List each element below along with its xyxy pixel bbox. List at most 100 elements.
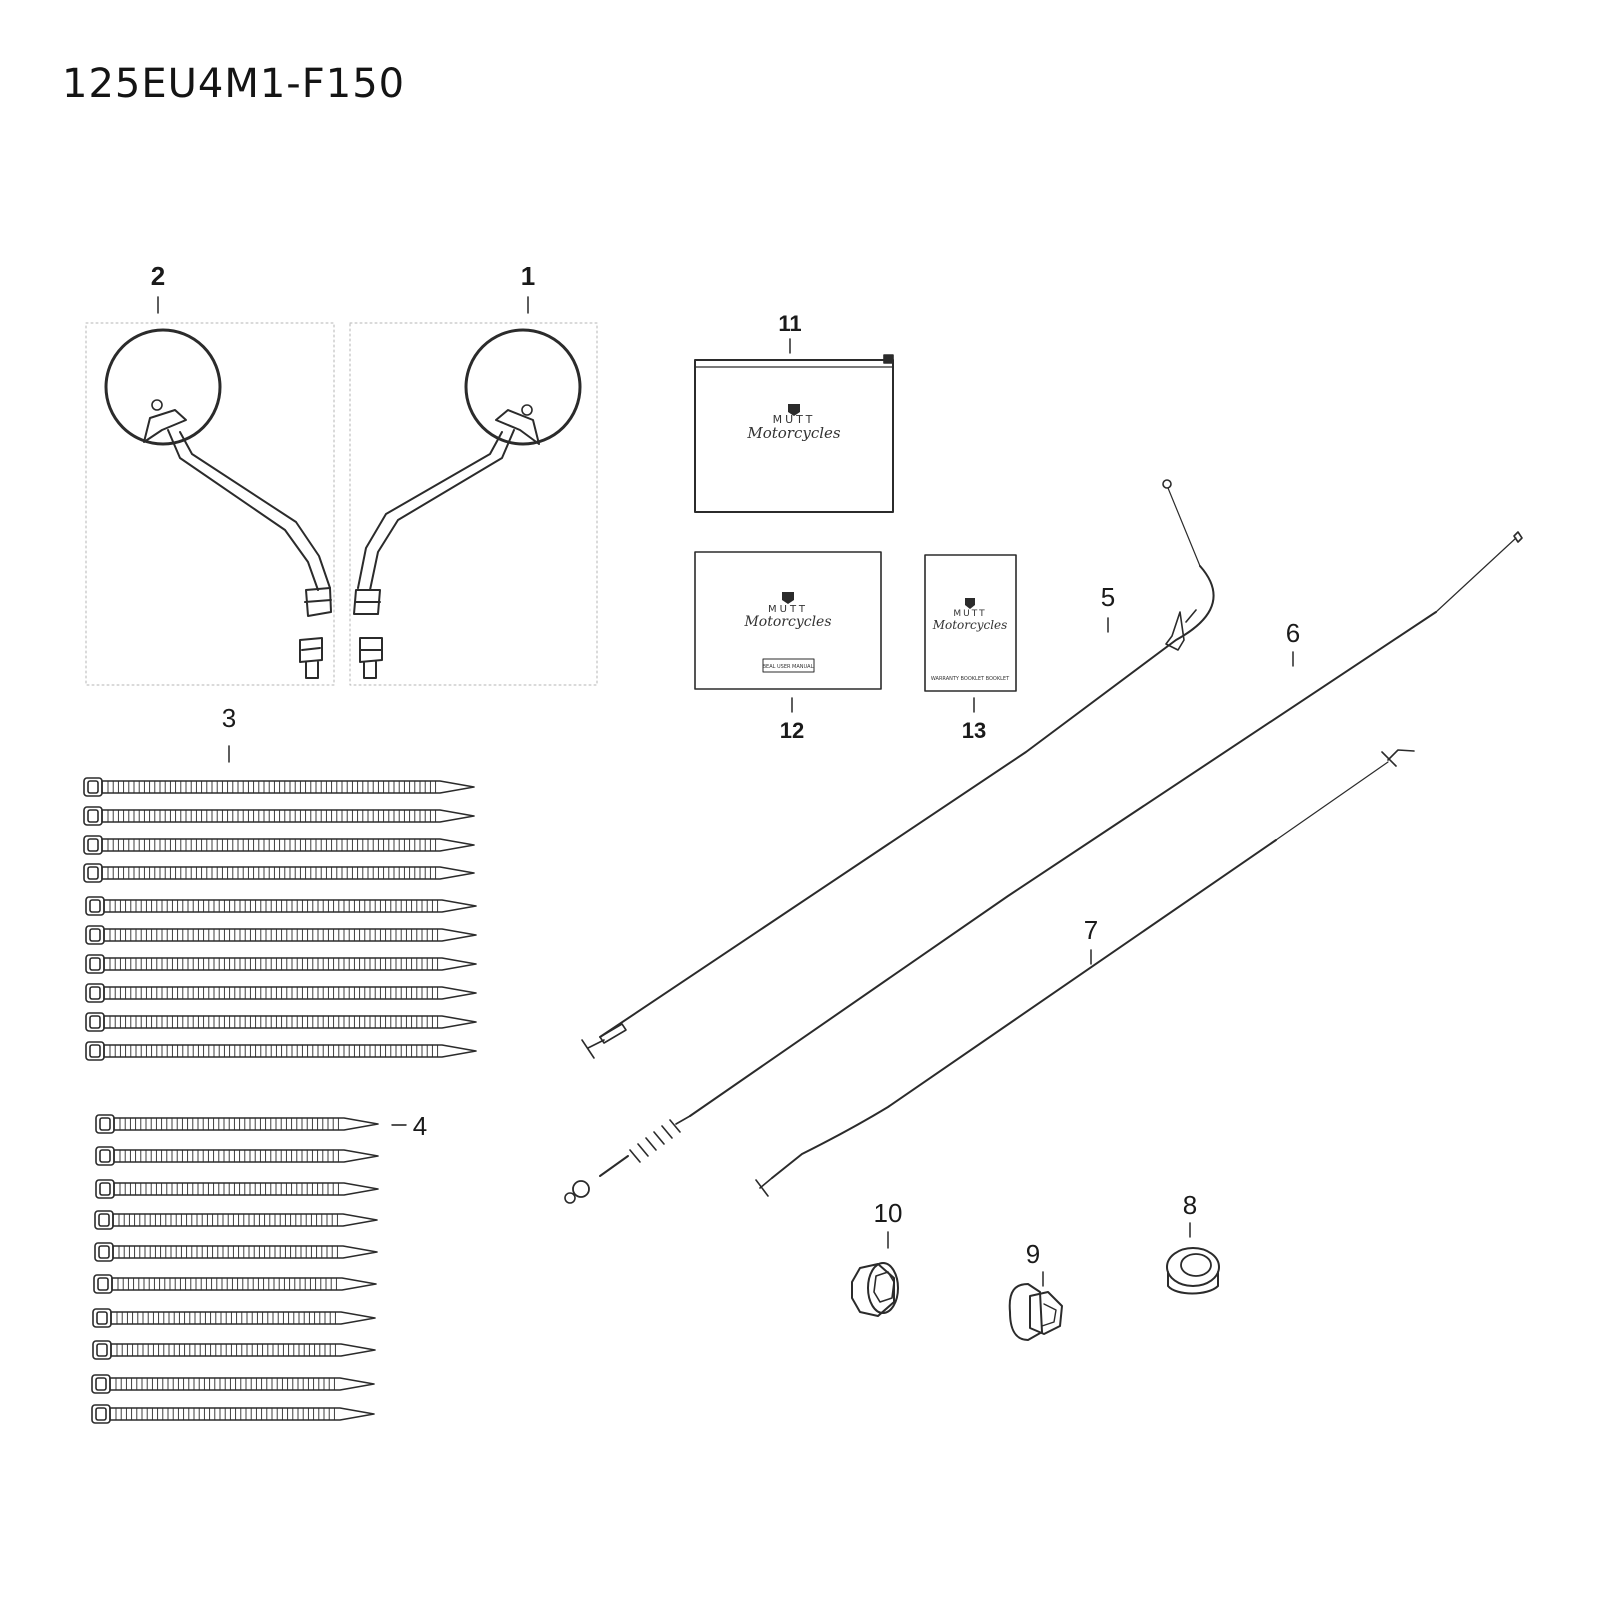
manual-label: BEAL USER MANUAL bbox=[763, 664, 814, 670]
cable-tie-large-teeth bbox=[109, 899, 439, 913]
cable-tie-large-teeth bbox=[109, 957, 439, 971]
mirror-left-bracket bbox=[143, 409, 187, 443]
manual-label-box bbox=[762, 658, 815, 673]
cable-7 bbox=[755, 749, 1415, 1197]
cable-6-top-end bbox=[1513, 531, 1523, 543]
cable-tie-large-7 bbox=[85, 954, 477, 974]
pouch-logo-icon bbox=[788, 404, 800, 416]
cable-7-sheath bbox=[771, 839, 1277, 1179]
manual-logo-script: Motorcycles bbox=[743, 614, 831, 630]
mirror-left-box bbox=[85, 322, 335, 686]
cable-tie-small-strap bbox=[110, 1343, 376, 1357]
mirror-right-hole bbox=[521, 404, 533, 416]
cable-tie-small-head-slot bbox=[95, 1407, 107, 1421]
cable-tie-large-teeth bbox=[107, 866, 437, 880]
cable-tie-small-head-slot bbox=[98, 1213, 110, 1227]
cable-tie-small-head-slot bbox=[99, 1182, 111, 1196]
cable-tie-large-5 bbox=[85, 896, 477, 916]
cable-tie-large-3 bbox=[83, 835, 475, 855]
callout-leaders bbox=[157, 296, 1294, 1287]
user-manual: MUTT Motorcycles BEAL USER MANUAL bbox=[694, 551, 882, 690]
pouch-body bbox=[694, 359, 894, 513]
cable-tie-small-5 bbox=[94, 1242, 378, 1262]
cable-tie-large-teeth bbox=[109, 1015, 439, 1029]
booklet-logo-script: Motorcycles bbox=[932, 618, 1008, 632]
diagram-title: 125EU4M1-F150 bbox=[62, 61, 406, 107]
mirror-right-head bbox=[464, 328, 582, 446]
cable-tie-small-8 bbox=[92, 1340, 376, 1360]
cable-5-adjuster bbox=[1165, 609, 1197, 651]
cable-tie-small-strap bbox=[113, 1182, 379, 1196]
callout-10: 10 bbox=[874, 1198, 903, 1228]
mirror-right-group bbox=[349, 322, 598, 686]
cable-6-end-fitting bbox=[599, 1155, 629, 1177]
part-9-hex-face bbox=[1041, 1303, 1057, 1327]
mirror-left-nut bbox=[304, 587, 332, 617]
cable-5-inner-wire bbox=[1167, 487, 1201, 567]
cable-tie-small-10 bbox=[91, 1404, 375, 1424]
cable-tie-large-strap bbox=[103, 1044, 477, 1058]
cable-tie-large-8 bbox=[85, 983, 477, 1003]
cable-tie-large-strap bbox=[103, 1015, 477, 1029]
cable-tie-small-7 bbox=[92, 1308, 376, 1328]
cable-tie-small-strap bbox=[109, 1407, 375, 1421]
callout-numbers: 1 2 3 4 5 6 7 8 9 10 11 12 13 bbox=[151, 261, 1300, 1269]
cable-tie-small-head-slot bbox=[96, 1311, 108, 1325]
cable-tie-small-3 bbox=[95, 1179, 379, 1199]
pouch-zip-pull bbox=[883, 354, 894, 364]
part-8-grommet bbox=[1166, 1247, 1220, 1295]
part-10-collar-nut bbox=[851, 1262, 899, 1317]
cable-tie-large-strap bbox=[103, 957, 477, 971]
callout-11: 11 bbox=[778, 311, 801, 336]
cable-tie-large-teeth bbox=[107, 780, 437, 794]
booklet-cover bbox=[924, 554, 1017, 692]
cable-tie-large-teeth bbox=[109, 1044, 439, 1058]
part-8-inner-ring bbox=[1180, 1253, 1212, 1277]
cable-5-sheath bbox=[599, 565, 1215, 1038]
cable-tie-small-teeth bbox=[119, 1117, 339, 1131]
cable-tie-large-head-slot bbox=[87, 780, 99, 794]
cable-6 bbox=[564, 531, 1523, 1204]
cable-6-end-barrel bbox=[572, 1180, 590, 1198]
callout-5: 5 bbox=[1101, 582, 1115, 612]
booklet-logo-brand: MUTT bbox=[953, 609, 986, 619]
cable-tie-large-teeth bbox=[109, 986, 439, 1000]
mirror-left-arm bbox=[167, 429, 331, 591]
part-9-hex-body bbox=[1029, 1291, 1063, 1335]
part-8-outer-ring bbox=[1166, 1247, 1220, 1287]
cable-tie-large-head-slot bbox=[89, 957, 101, 971]
cable-tie-small-head-slot bbox=[95, 1377, 107, 1391]
mirror-right-box bbox=[349, 322, 598, 686]
mirror-left-bolt bbox=[299, 637, 323, 679]
cable-tie-large-teeth bbox=[109, 928, 439, 942]
pouch-logo-script: Motorcycles bbox=[746, 424, 841, 442]
mirror-left-hole bbox=[151, 399, 163, 411]
callout-7: 7 bbox=[1084, 915, 1098, 945]
cable-tie-large-teeth bbox=[107, 809, 437, 823]
cable-tie-large-strap bbox=[101, 838, 475, 852]
manual-logo: MUTT Motorcycles bbox=[743, 592, 832, 630]
mirror-right-nut bbox=[353, 589, 381, 615]
manual-logo-brand: MUTT bbox=[768, 604, 808, 615]
cable-5-top-end bbox=[1162, 479, 1172, 489]
cable-7-bottom-end bbox=[755, 1177, 773, 1197]
cable-7-inner-wire bbox=[1275, 761, 1389, 841]
cable-tie-large-2 bbox=[83, 806, 475, 826]
cable-tie-large-head-slot bbox=[89, 986, 101, 1000]
part-9-hex-nut bbox=[1008, 1283, 1063, 1341]
callout-2: 2 bbox=[151, 261, 165, 291]
cable-tie-large-teeth bbox=[107, 838, 437, 852]
cable-6-spring bbox=[629, 1115, 691, 1163]
mirror-right-bolt bbox=[359, 637, 383, 679]
callout-4: 4 bbox=[413, 1111, 427, 1141]
cable-tie-large-strap bbox=[101, 866, 475, 880]
cable-tie-small-teeth bbox=[115, 1407, 335, 1421]
cable-tie-small-teeth bbox=[117, 1277, 337, 1291]
cable-tie-large-head-slot bbox=[87, 866, 99, 880]
cable-6-sheath bbox=[689, 611, 1437, 1117]
cable-tie-large-6 bbox=[85, 925, 477, 945]
cable-tie-large-4 bbox=[83, 863, 475, 883]
cable-tie-large-head-slot bbox=[87, 809, 99, 823]
